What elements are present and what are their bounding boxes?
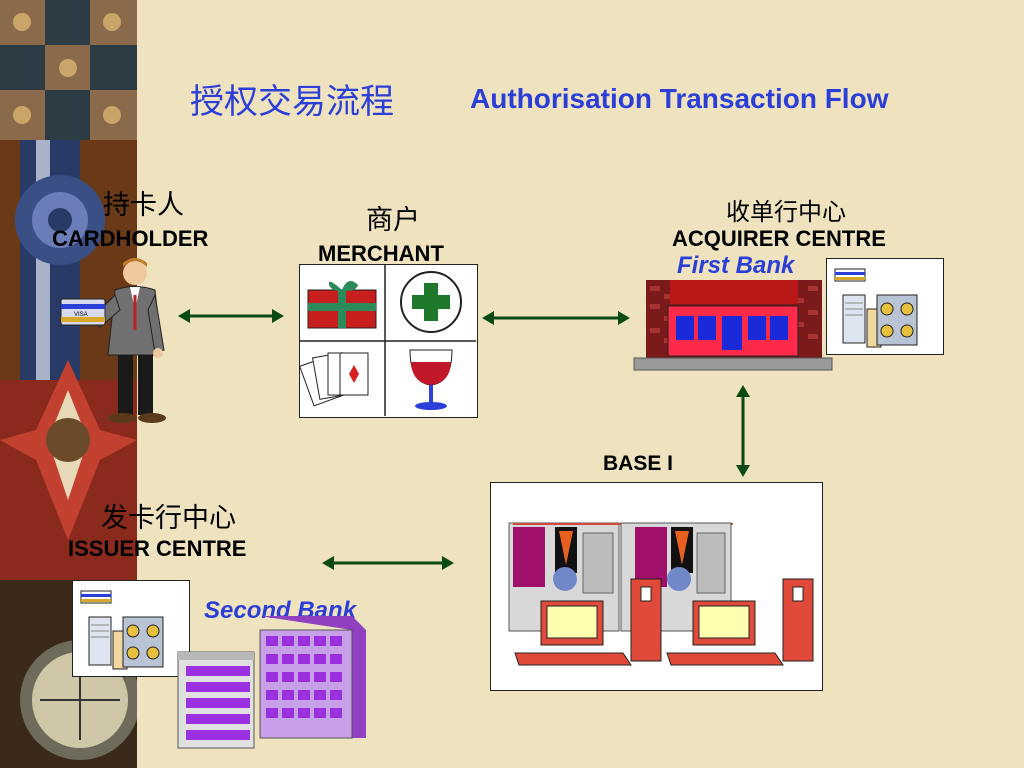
server-terminal-icon — [80, 590, 164, 670]
pharmacy-cross-icon — [400, 271, 462, 333]
acquirer-label-cn: 收单行中心 — [726, 198, 846, 226]
arrow-cardholder-merchant — [178, 309, 284, 323]
issuer-server-panel — [72, 580, 190, 677]
acquirer-bank-name: First Bank — [677, 252, 795, 279]
playing-cards-icon — [299, 352, 369, 407]
bank-building-icon — [633, 280, 833, 371]
cardholder-label-cn: 持卡人 — [103, 190, 184, 221]
gift-box-icon — [307, 281, 377, 329]
issuer-label-en: ISSUER CENTRE — [68, 536, 247, 561]
card-brand-text: VISA — [74, 312, 88, 318]
acquirer-label-en: ACQUIRER CENTRE — [672, 226, 886, 251]
arrow-acquirer-base — [736, 385, 750, 477]
data-center-illustration — [508, 522, 814, 666]
arrow-merchant-acquirer — [482, 311, 630, 325]
server-terminal-icon — [834, 268, 918, 348]
merchant-label-en: MERCHANT — [318, 241, 444, 266]
wine-glass-icon — [409, 349, 453, 410]
merchant-grid — [299, 265, 476, 416]
computer-left — [514, 578, 662, 666]
computer-right — [666, 578, 814, 666]
office-buildings-icon — [177, 616, 366, 749]
issuer-label-cn: 发卡行中心 — [101, 503, 236, 534]
cardholder-person-icon — [89, 258, 166, 423]
merchant-panel — [299, 264, 478, 418]
credit-card-icon: VISA — [60, 298, 106, 326]
base-panel — [490, 482, 823, 691]
title-english: Authorisation Transaction Flow — [470, 83, 889, 114]
mainframe-right — [620, 522, 732, 632]
cardholder-label-en: CARDHOLDER — [52, 226, 209, 251]
title-chinese: 授权交易流程 — [190, 82, 394, 122]
base-label: BASE I — [603, 452, 674, 475]
acquirer-server-panel — [826, 258, 944, 355]
merchant-label-cn: 商户 — [366, 205, 420, 236]
arrow-issuer-base — [322, 556, 454, 570]
